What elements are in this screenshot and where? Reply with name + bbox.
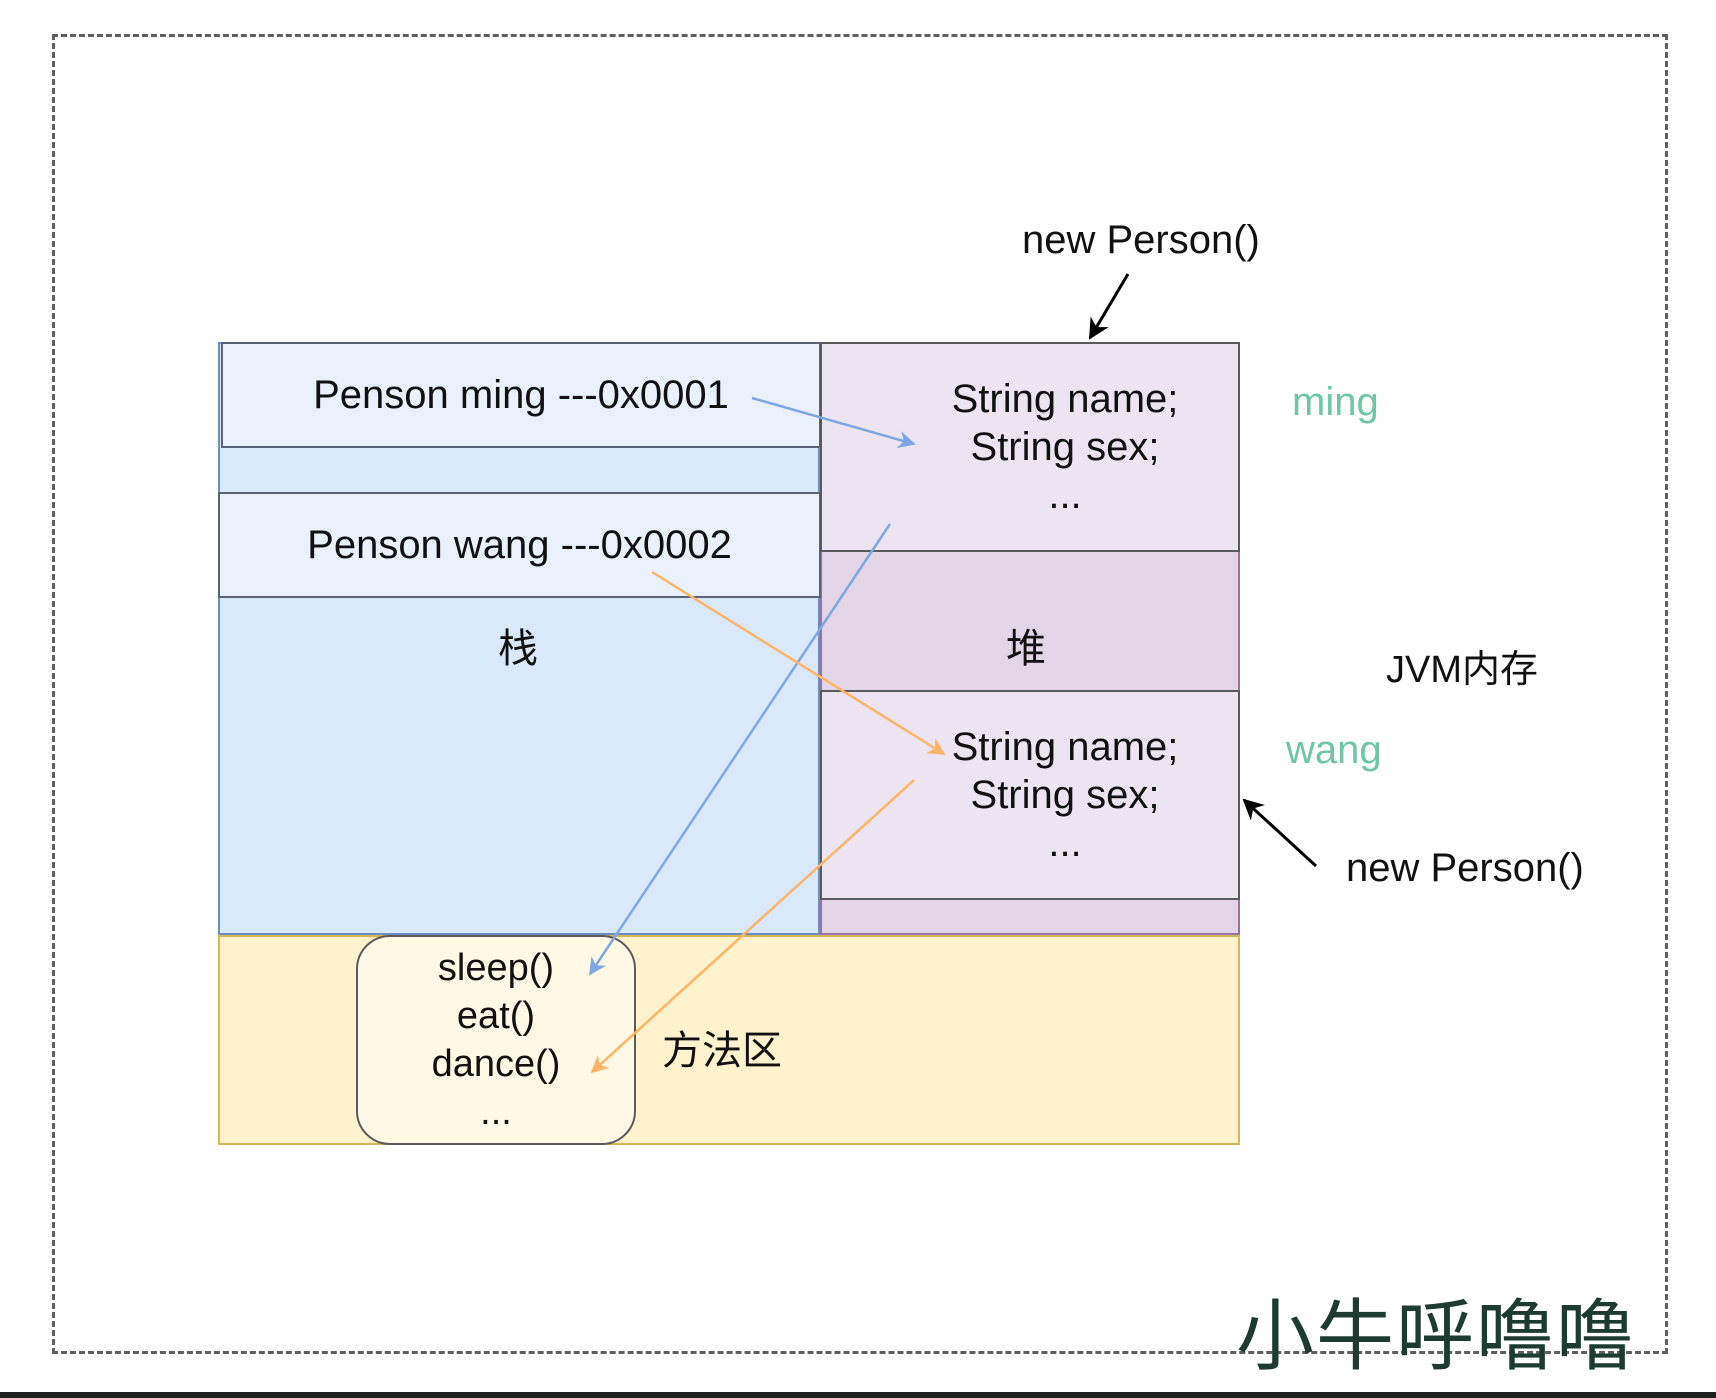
method-dance: dance()	[431, 1043, 561, 1085]
heap-object-ming-ellipsis: ...	[1048, 473, 1082, 517]
heap-label: 堆	[1006, 627, 1046, 671]
object-name-ming: ming	[1292, 380, 1379, 424]
method-area-label: 方法区	[662, 1029, 782, 1073]
method-sleep: sleep()	[437, 947, 555, 989]
author-signature: 小牛呼噜噜	[1236, 1292, 1637, 1382]
method-eat: eat()	[456, 995, 536, 1037]
heap-object-ming: String name; String sex; ...	[820, 342, 1240, 552]
heap-object-ming-field-name: String name;	[951, 377, 1179, 421]
stack-frame-ming-text: Penson ming ---0x0001	[313, 372, 729, 417]
jvm-memory-boundary	[52, 34, 1668, 1354]
bottom-edge-bar	[0, 1392, 1716, 1398]
stack-frame-wang: Penson wang ---0x0002	[218, 492, 821, 598]
method-ellipsis: ...	[480, 1091, 512, 1133]
jvm-memory-label: JVM内存	[1386, 649, 1539, 691]
object-name-wang: wang	[1286, 728, 1382, 772]
new-person-annotation-right: new Person()	[1346, 846, 1584, 890]
heap-object-ming-field-sex: String sex;	[970, 425, 1160, 469]
heap-object-wang-field-name: String name;	[951, 725, 1179, 769]
heap-object-wang-field-sex: String sex;	[970, 773, 1160, 817]
stack-frame-ming: Penson ming ---0x0001	[221, 342, 821, 448]
method-list-box: sleep() eat() dance() ...	[356, 935, 636, 1145]
heap-object-wang: String name; String sex; ...	[820, 690, 1240, 900]
stack-frame-wang-text: Penson wang ---0x0002	[307, 522, 732, 567]
stack-label: 栈	[498, 627, 538, 671]
heap-object-wang-ellipsis: ...	[1048, 821, 1082, 865]
new-person-annotation-top: new Person()	[1022, 218, 1260, 262]
